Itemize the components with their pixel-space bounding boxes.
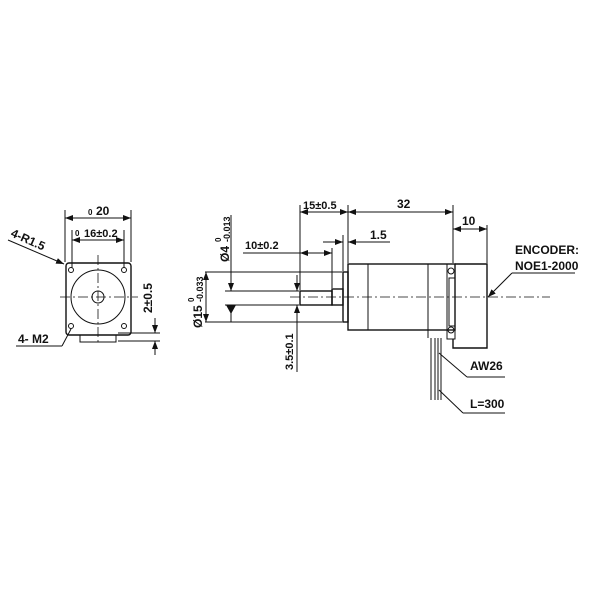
encoder-model-label: NOE1-2000 (515, 259, 579, 273)
pilot-dia-lower-tol: -0.033 (195, 276, 205, 302)
connector (79, 334, 117, 343)
corner-radius-label: 4-R1.5 (9, 226, 48, 254)
encoder-label: ENCODER: (515, 243, 579, 257)
width-prefix: 0 (88, 208, 93, 217)
datum-triangle-icon (226, 305, 236, 314)
front-view: 0 20 0 16±0.2 4-R1.5 4- M2 2±0.5 (7, 204, 160, 355)
hole-spacing-prefix: 0 (75, 229, 80, 238)
encoder-length-dim: 10 (462, 214, 476, 228)
flange-thickness-dim: 1.5 (370, 228, 387, 242)
shaft-length-dim: 15±0.5 (303, 200, 337, 212)
flat-length-dim: 10±0.2 (245, 240, 279, 252)
lead-wires (430, 338, 442, 400)
shaft-dia-lower-tol: -0.013 (222, 216, 232, 242)
body-length-dim: 32 (397, 197, 411, 211)
shaft-dia-upper-tol: 0 (214, 237, 223, 242)
wire-length-label: L=300 (470, 397, 505, 411)
shaft (299, 290, 333, 306)
pilot-dia-dim: Ø15 (191, 305, 205, 328)
encoder (452, 263, 488, 349)
offset-dim: 2±0.5 (141, 283, 155, 313)
width-dim: 20 (96, 204, 110, 218)
hole-spacing-dim: 16±0.2 (84, 228, 118, 240)
shaft-dia-dim: Ø4 (218, 246, 232, 262)
mount-hole-icons (68, 267, 127, 329)
side-view: 15±0.5 32 10 1.5 10±0.2 Ø4 0 -0.013 Ø15 … (187, 197, 579, 414)
pilot-dia-upper-tol: 0 (187, 297, 196, 302)
mount-holes-label: 4- M2 (18, 332, 49, 346)
flat-depth-dim: 3.5±0.1 (284, 333, 296, 370)
wire-gauge-label: AW26 (470, 359, 503, 373)
